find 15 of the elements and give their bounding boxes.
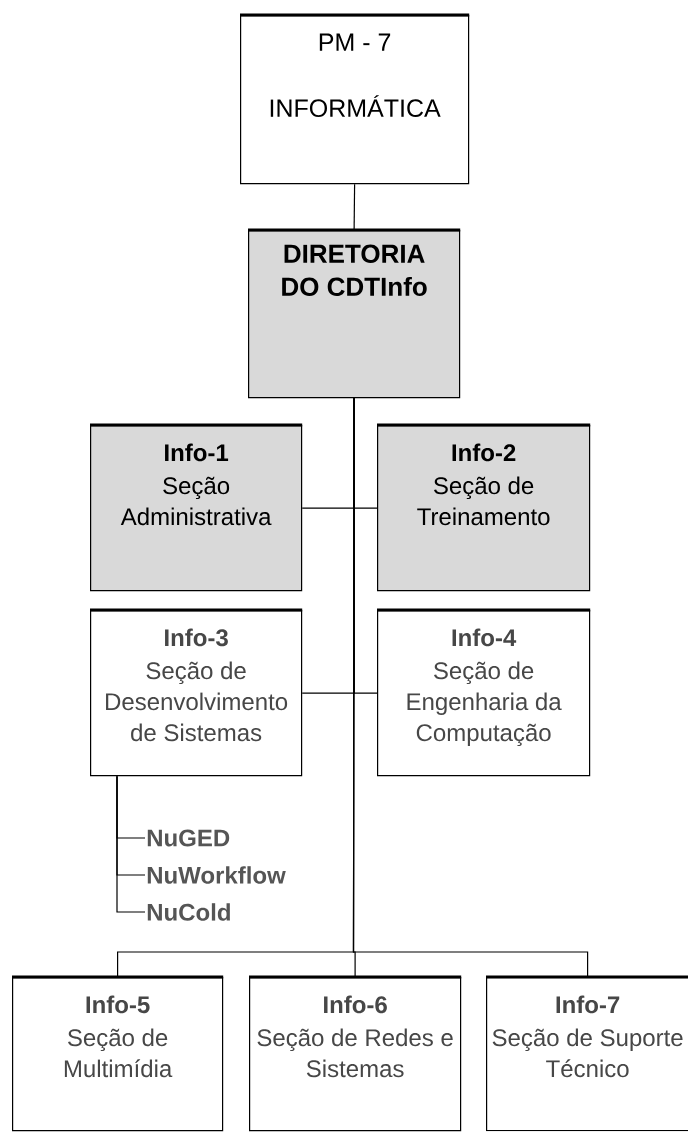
org-box: Info-2 Seção de Treinamento bbox=[377, 423, 591, 592]
org-box: DIRETORIA DO CDTInfo bbox=[248, 228, 461, 399]
connector-line bbox=[116, 775, 146, 913]
unit-label: NuCold bbox=[147, 903, 230, 921]
org-box: Info-3 Seção de Desenvolvimento de Sistemas bbox=[90, 608, 303, 777]
unit-label: NuGED bbox=[147, 829, 230, 847]
connector-line bbox=[353, 183, 356, 231]
org-box: Info-6 Seção de Redes e Sistemas bbox=[249, 975, 462, 1132]
org-box: PM - 7 INFORMÁTICA bbox=[240, 13, 470, 185]
org-box: Info-7 Seção de Suporte Técnico bbox=[486, 975, 688, 1132]
org-box: Info-4 Seção de Engenharia da Computação bbox=[377, 608, 591, 777]
org-box: Info-5 Seção de Multimídia bbox=[12, 975, 224, 1132]
connector-line bbox=[352, 397, 589, 978]
unit-label: NuWorkflow bbox=[147, 866, 286, 884]
org-box: Info-1 Seção Administrativa bbox=[90, 423, 303, 592]
